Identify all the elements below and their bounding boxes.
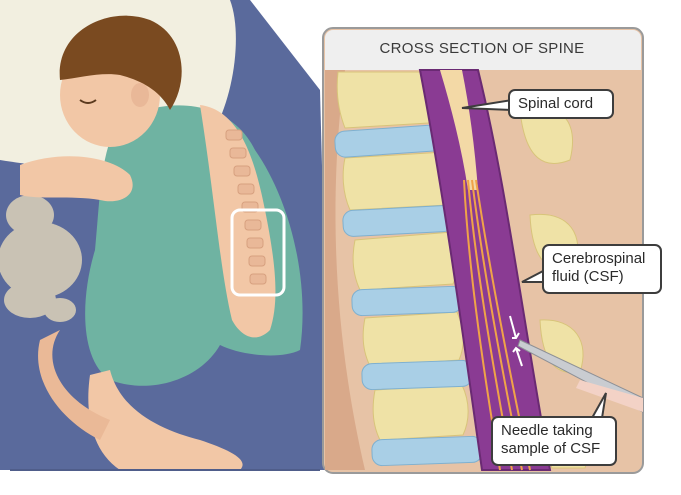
csf-label-line2: fluid (CSF) xyxy=(552,268,652,286)
child-ear xyxy=(131,83,149,107)
csf-label-line1: Cerebrospinal xyxy=(552,250,652,268)
csf-label: Cerebrospinal fluid (CSF) xyxy=(542,244,662,294)
spinal-cord-label-text: Spinal cord xyxy=(518,95,604,113)
panel-title: CROSS SECTION OF SPINE xyxy=(332,40,632,57)
needle-label-line1: Needle taking xyxy=(501,422,607,440)
needle-label-line2: sample of CSF xyxy=(501,440,607,458)
needle-label: Needle taking sample of CSF xyxy=(491,416,617,466)
spinal-cord-label: Spinal cord xyxy=(508,89,614,119)
